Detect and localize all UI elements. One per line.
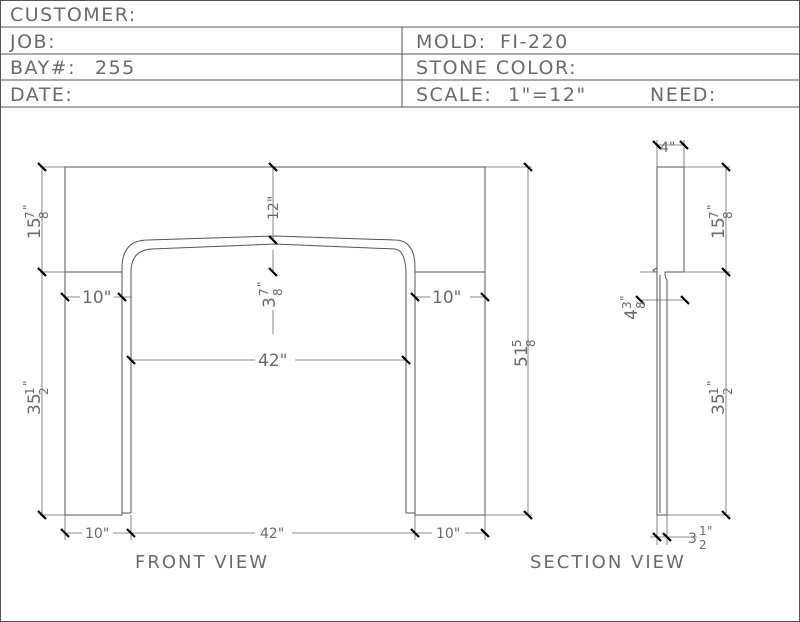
section-base-depth-label: 3 1 2 " (688, 524, 713, 552)
svg-text:15: 15 (25, 217, 45, 239)
svg-text:3: 3 (260, 297, 280, 308)
svg-text:35: 35 (709, 393, 729, 415)
scale-label: SCALE: (416, 84, 492, 106)
front-bottom-right-label: 10" (436, 526, 460, 542)
front-bottom-center-label: 42" (260, 526, 284, 542)
front-overall-height-label: 51 5 8 (510, 339, 538, 367)
front-arch-rise-label: 12" (266, 196, 282, 220)
section-leg-height-label: 35 1 2 " (705, 380, 735, 415)
front-frieze-height-label: 15 7 8 " (21, 204, 51, 239)
svg-text:4: 4 (622, 309, 642, 320)
scale-value: 1"=12" (508, 84, 587, 106)
front-left-leg-width-label: 10" (82, 288, 111, 308)
front-view-labels: 15 7 8 " 35 1 2 " 51 5 8 12" 3 7 8 " 10" (21, 196, 538, 573)
svg-text:": " (705, 380, 719, 386)
svg-text:51: 51 (512, 345, 532, 367)
svg-text:1: 1 (699, 524, 707, 538)
section-view-title: SECTION VIEW (530, 552, 686, 573)
front-leg-height-label: 35 1 2 " (21, 380, 51, 415)
section-shelf-label: 4 3 8 " (618, 295, 648, 320)
svg-text:2: 2 (721, 387, 735, 395)
svg-text:": " (21, 204, 35, 210)
stone-color-label: STONE COLOR: (416, 57, 577, 79)
svg-text:35: 35 (25, 393, 45, 415)
svg-text:15: 15 (709, 217, 729, 239)
front-view-title: FRONT VIEW (135, 552, 269, 573)
svg-text:": " (705, 204, 719, 210)
bay-value: 255 (95, 57, 136, 79)
svg-text:7: 7 (257, 288, 271, 296)
section-view-labels: 4" 15 7 8 " 35 1 2 " 4 3 8 " 3 1 2 " SEC… (530, 140, 735, 573)
svg-text:8: 8 (524, 339, 538, 347)
svg-text:8: 8 (37, 211, 51, 219)
svg-text:8: 8 (271, 288, 285, 296)
need-label: NEED: (650, 84, 717, 106)
mold-value: FI-220 (500, 31, 569, 53)
front-arch-band-label: 3 7 8 " (255, 281, 285, 308)
svg-text:8: 8 (721, 211, 735, 219)
front-bottom-left-label: 10" (85, 526, 109, 542)
svg-text:3: 3 (688, 531, 697, 547)
svg-text:7: 7 (23, 211, 37, 219)
svg-text:12": 12" (266, 196, 282, 220)
bay-label: BAY#: (10, 57, 76, 79)
section-top-depth-label: 4" (660, 140, 675, 156)
svg-text:7: 7 (707, 211, 721, 219)
mold-label: MOLD: (416, 31, 486, 53)
front-view-dimensions (37, 162, 533, 540)
section-frieze-height-label: 15 7 8 " (705, 204, 735, 239)
customer-label: CUSTOMER: (10, 4, 137, 26)
section-view-outline (652, 166, 685, 516)
svg-text:": " (21, 380, 35, 386)
svg-text:2: 2 (699, 538, 707, 552)
svg-text:8: 8 (634, 301, 648, 309)
svg-text:1: 1 (23, 387, 37, 395)
svg-text:1: 1 (707, 387, 721, 395)
front-opening-width-label: 42" (258, 351, 287, 371)
svg-text:": " (707, 524, 713, 538)
front-right-leg-width-label: 10" (432, 288, 461, 308)
front-view-outline (64, 166, 486, 516)
svg-text:5: 5 (510, 339, 524, 347)
svg-text:3: 3 (620, 301, 634, 309)
svg-text:": " (618, 295, 632, 301)
date-label: DATE: (10, 84, 73, 106)
svg-text:2: 2 (37, 387, 51, 395)
section-view-dimensions (635, 140, 731, 545)
svg-text:": " (255, 281, 269, 287)
job-label: JOB: (9, 31, 56, 53)
